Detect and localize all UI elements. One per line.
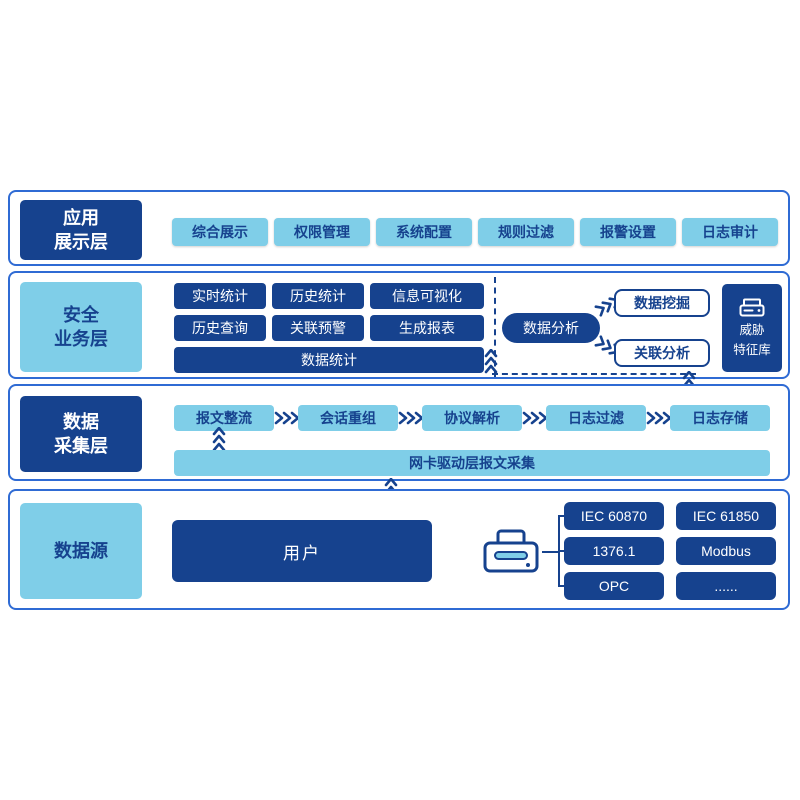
layer3-title: 数据 采集层 <box>20 396 142 472</box>
layer1-title-line2: 展示层 <box>54 232 108 252</box>
step-log-filter: 日志过滤 <box>546 405 646 431</box>
chip-log-audit: 日志审计 <box>682 218 778 246</box>
threat-label-line2: 特征库 <box>733 343 771 357</box>
proto-1376-1: 1376.1 <box>564 537 664 565</box>
layer1-title-line1: 应用 <box>63 207 99 228</box>
connector-stub-row1 <box>558 515 566 517</box>
chip-overview: 综合展示 <box>172 218 268 246</box>
chip-system-config: 系统配置 <box>376 218 472 246</box>
layer-application-display: 应用 展示层 综合展示 权限管理 系统配置 规则过滤 报警设置 日志审计 <box>8 190 790 266</box>
divider-dashed <box>494 277 496 377</box>
proto-iec-60870: IEC 60870 <box>564 502 664 530</box>
chevron-right-icon <box>273 411 300 425</box>
proto-others: ...... <box>676 572 776 600</box>
step-log-storage: 日志存储 <box>670 405 770 431</box>
chevron-right-icon <box>645 411 672 425</box>
chevron-up-from-nic-icon <box>212 426 226 453</box>
chevron-right-icon <box>521 411 548 425</box>
chip-alarm-settings: 报警设置 <box>580 218 676 246</box>
box-user: 用户 <box>172 520 432 582</box>
bar-data-statistics: 数据统计 <box>174 347 484 373</box>
printer-icon <box>480 525 542 579</box>
step-packet-shaping: 报文整流 <box>174 405 274 431</box>
threat-library-icon <box>738 297 766 319</box>
box-history-query: 历史查询 <box>174 315 266 341</box>
layer-security-business: 安全 业务层 实时统计 历史统计 信息可视化 历史查询 关联预警 生成报表 数据… <box>8 271 790 396</box>
proto-opc: OPC <box>564 572 664 600</box>
box-data-analysis: 数据分析 <box>502 313 600 343</box>
step-protocol-parsing: 协议解析 <box>422 405 522 431</box>
layer4-title-line1: 数据源 <box>54 540 108 561</box>
layer2-title: 安全 业务层 <box>20 282 142 372</box>
layer-data-collection: 数据 采集层 报文整流 会话重组 协议解析 日志过滤 日志存储 网卡驱动层报文采… <box>8 384 790 481</box>
box-data-mining: 数据挖掘 <box>614 289 710 317</box>
box-info-visualization: 信息可视化 <box>370 283 484 309</box>
box-report-generation: 生成报表 <box>370 315 484 341</box>
connector-stub-row3 <box>558 585 566 587</box>
proto-iec-61850: IEC 61850 <box>676 502 776 530</box>
layer3-title-line1: 数据 <box>63 411 99 432</box>
chip-permission: 权限管理 <box>274 218 370 246</box>
layer3-title-line2: 采集层 <box>54 436 108 456</box>
proto-modbus: Modbus <box>676 537 776 565</box>
box-correlation-analysis: 关联分析 <box>614 339 710 367</box>
box-history-stats: 历史统计 <box>272 283 364 309</box>
box-correlation-warning: 关联预警 <box>272 315 364 341</box>
chevron-up-to-analysis-icon <box>484 348 498 375</box>
connector-stub-row2 <box>558 550 566 552</box>
box-threat-signature-library: 威胁 特征库 <box>722 284 782 372</box>
dashed-feedback-line <box>492 373 696 375</box>
box-realtime-stats: 实时统计 <box>174 283 266 309</box>
layer1-title: 应用 展示层 <box>20 200 142 260</box>
connector-printer-stub <box>542 551 558 553</box>
layer-data-source: 数据源 用户 IEC 60870 IEC 61850 1376.1 Modbus… <box>8 489 790 610</box>
chevron-right-icon <box>397 411 424 425</box>
threat-label-line1: 威胁 <box>739 322 765 337</box>
chip-rule-filter: 规则过滤 <box>478 218 574 246</box>
step-session-reassembly: 会话重组 <box>298 405 398 431</box>
layer2-title-line2: 业务层 <box>54 329 108 349</box>
bar-nic-driver-capture: 网卡驱动层报文采集 <box>174 450 770 476</box>
layer4-title: 数据源 <box>20 503 142 599</box>
layer2-title-line1: 安全 <box>63 304 99 325</box>
